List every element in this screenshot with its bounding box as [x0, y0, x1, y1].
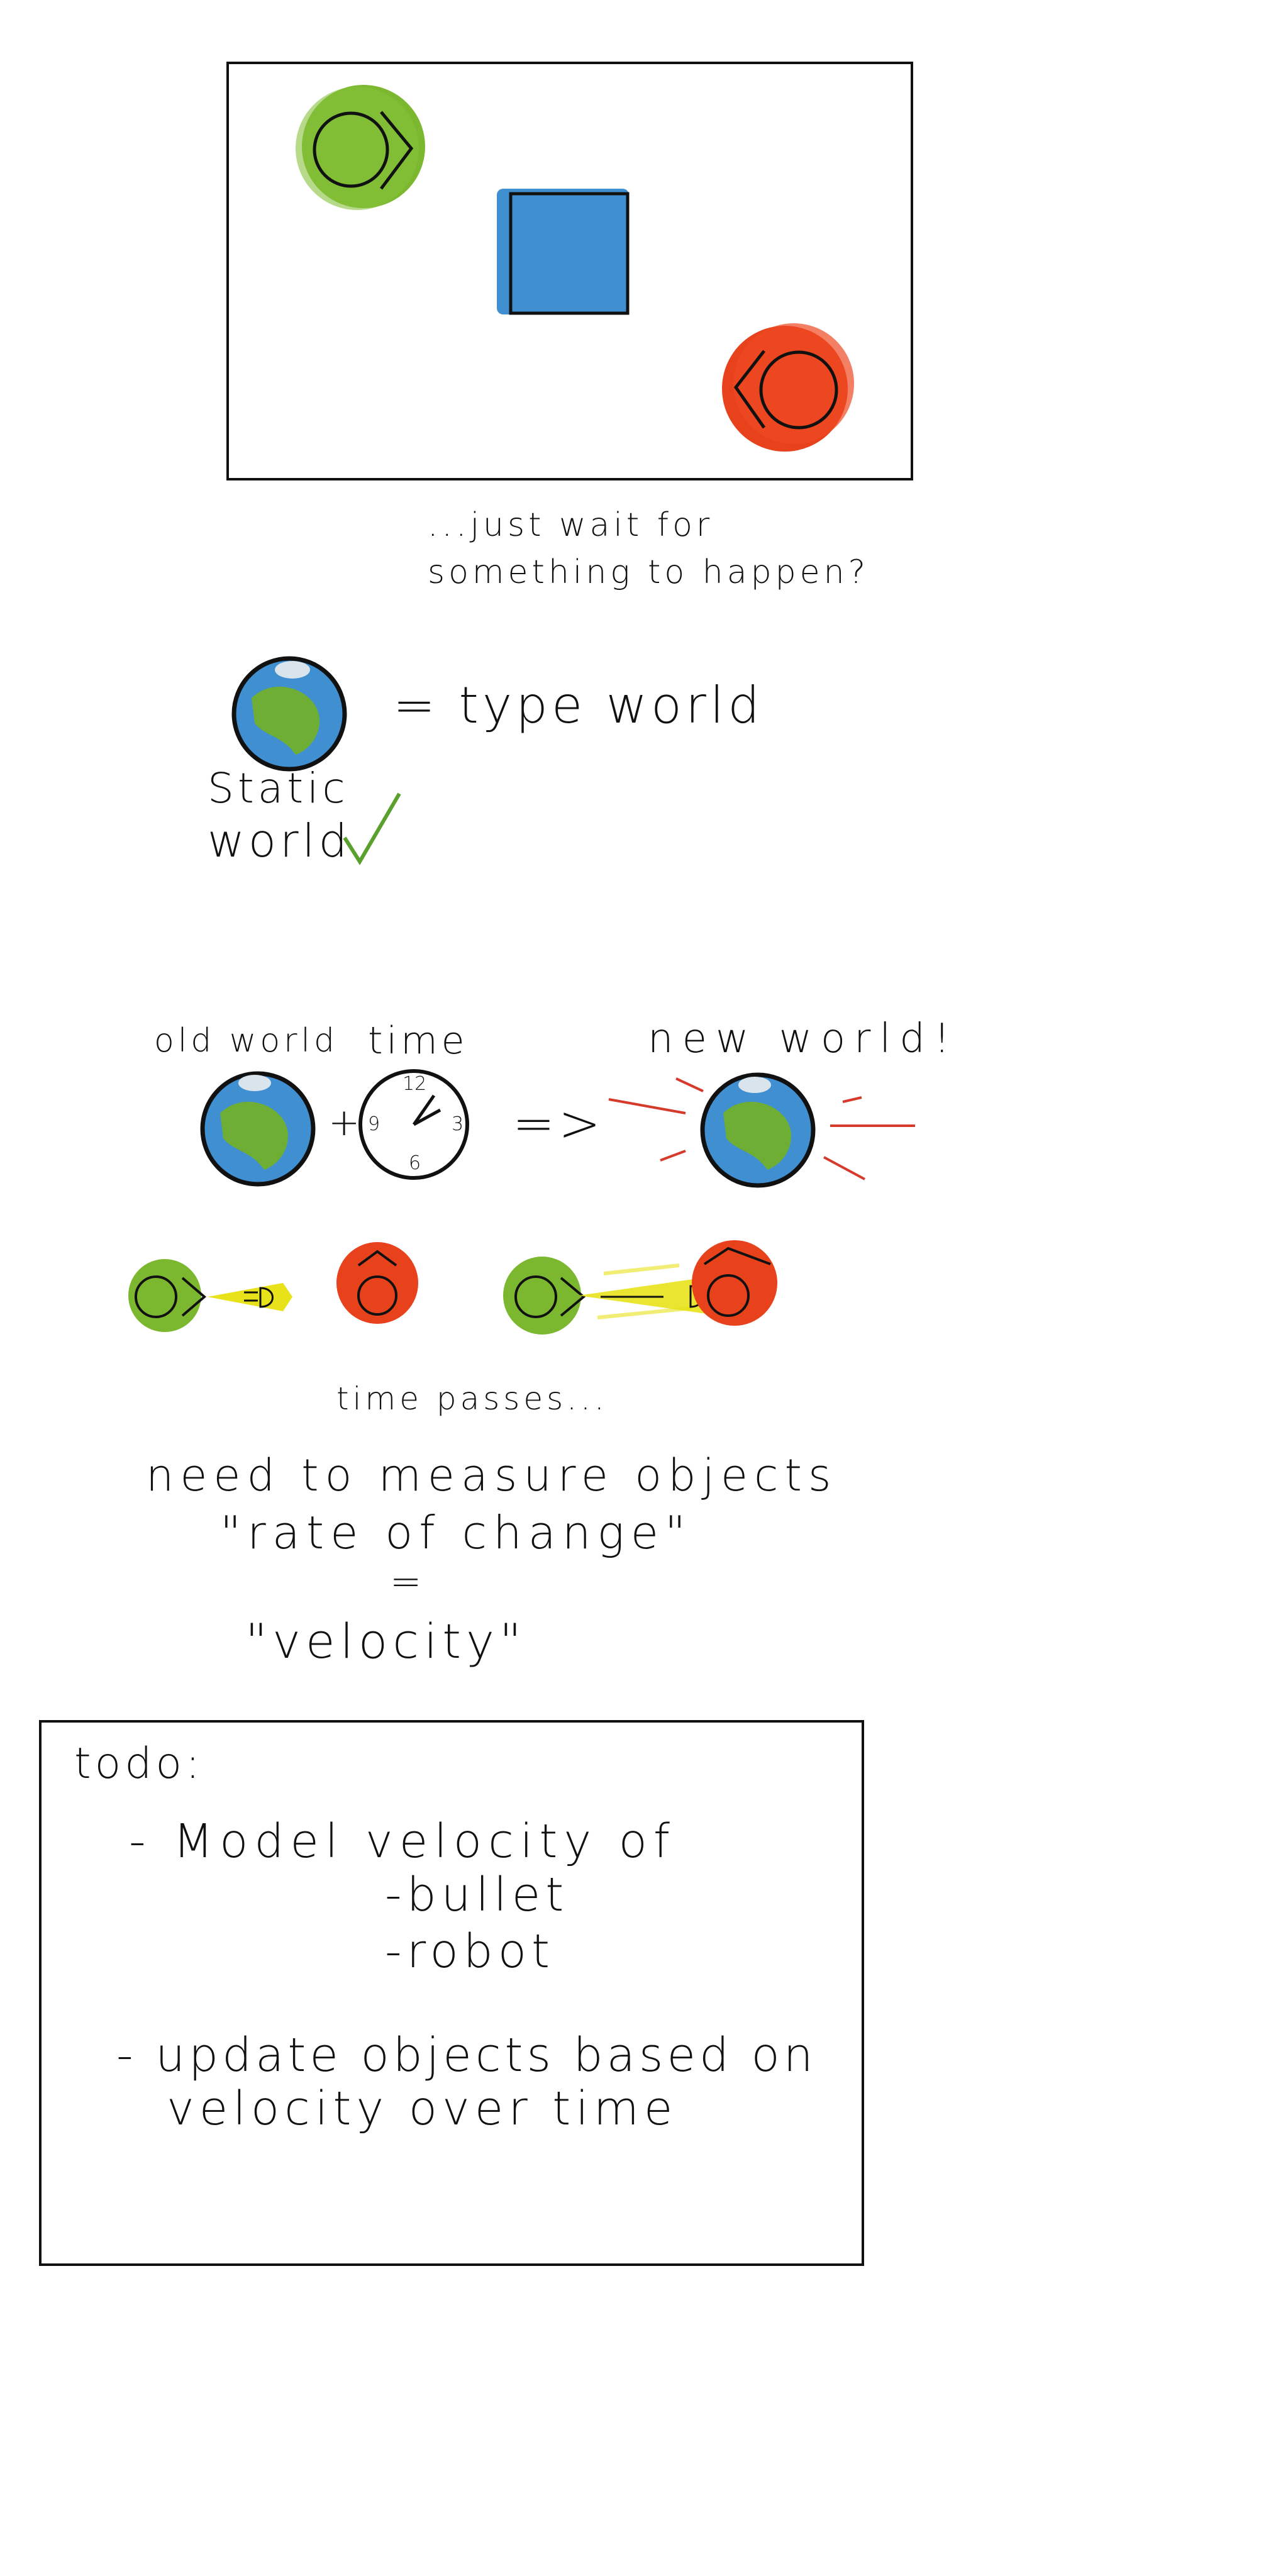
new-world-rays [608, 1077, 915, 1180]
todo-item-model-velocity: - Model velocity of [129, 1814, 676, 1868]
todo-sub-robot: -robot [385, 1924, 555, 1979]
old-globe-icon [200, 1071, 316, 1187]
check-icon [343, 792, 401, 865]
plus-sign: + [328, 1101, 364, 1145]
implies-arrow: => [513, 1094, 605, 1153]
right-red-robot-icon [692, 1240, 777, 1326]
clock-icon [358, 1069, 469, 1180]
velocity-note-line3: "velocity" [245, 1613, 526, 1669]
todo-box [39, 1720, 864, 2266]
type-world-equation: = type world [393, 676, 763, 735]
right-bullet-trail-icon [579, 1263, 720, 1319]
velocity-note-equals: = [390, 1560, 426, 1604]
left-red-robot-icon [336, 1242, 418, 1324]
blue-block-icon [497, 189, 630, 315]
clock-number-3: 3 [452, 1113, 464, 1135]
left-bullet-icon [208, 1283, 292, 1311]
static-world-label-line2: world [208, 814, 352, 867]
velocity-note-line1: need to measure objects [146, 1450, 838, 1501]
left-green-robot-icon [128, 1259, 207, 1332]
clock-number-6: 6 [409, 1152, 421, 1174]
green-robot-icon [296, 85, 425, 210]
right-green-robot-icon [503, 1257, 586, 1335]
todo-title: todo: [74, 1739, 204, 1789]
todo-sub-bullet: -bullet [385, 1868, 569, 1922]
scene-caption-line2: something to happen? [428, 553, 870, 591]
clock-number-12: 12 [402, 1073, 427, 1095]
todo-item-update-objects: - update objects based on [116, 2028, 817, 2082]
todo-item-update-objects-line2: velocity over time [167, 2082, 678, 2136]
clock-number-9: 9 [368, 1113, 380, 1135]
new-world-label: new world! [648, 1016, 959, 1062]
globe-icon [231, 656, 347, 772]
time-passes-label: time passes... [336, 1380, 608, 1417]
old-world-label: old world [154, 1022, 338, 1060]
time-label: time [368, 1019, 469, 1063]
red-robot-icon [722, 323, 854, 452]
velocity-note-line2: "rate of change" [220, 1506, 692, 1559]
new-globe-icon [700, 1072, 816, 1188]
static-world-label-line1: Static [208, 764, 349, 813]
scene-caption-line1: ...just wait for [428, 506, 714, 544]
